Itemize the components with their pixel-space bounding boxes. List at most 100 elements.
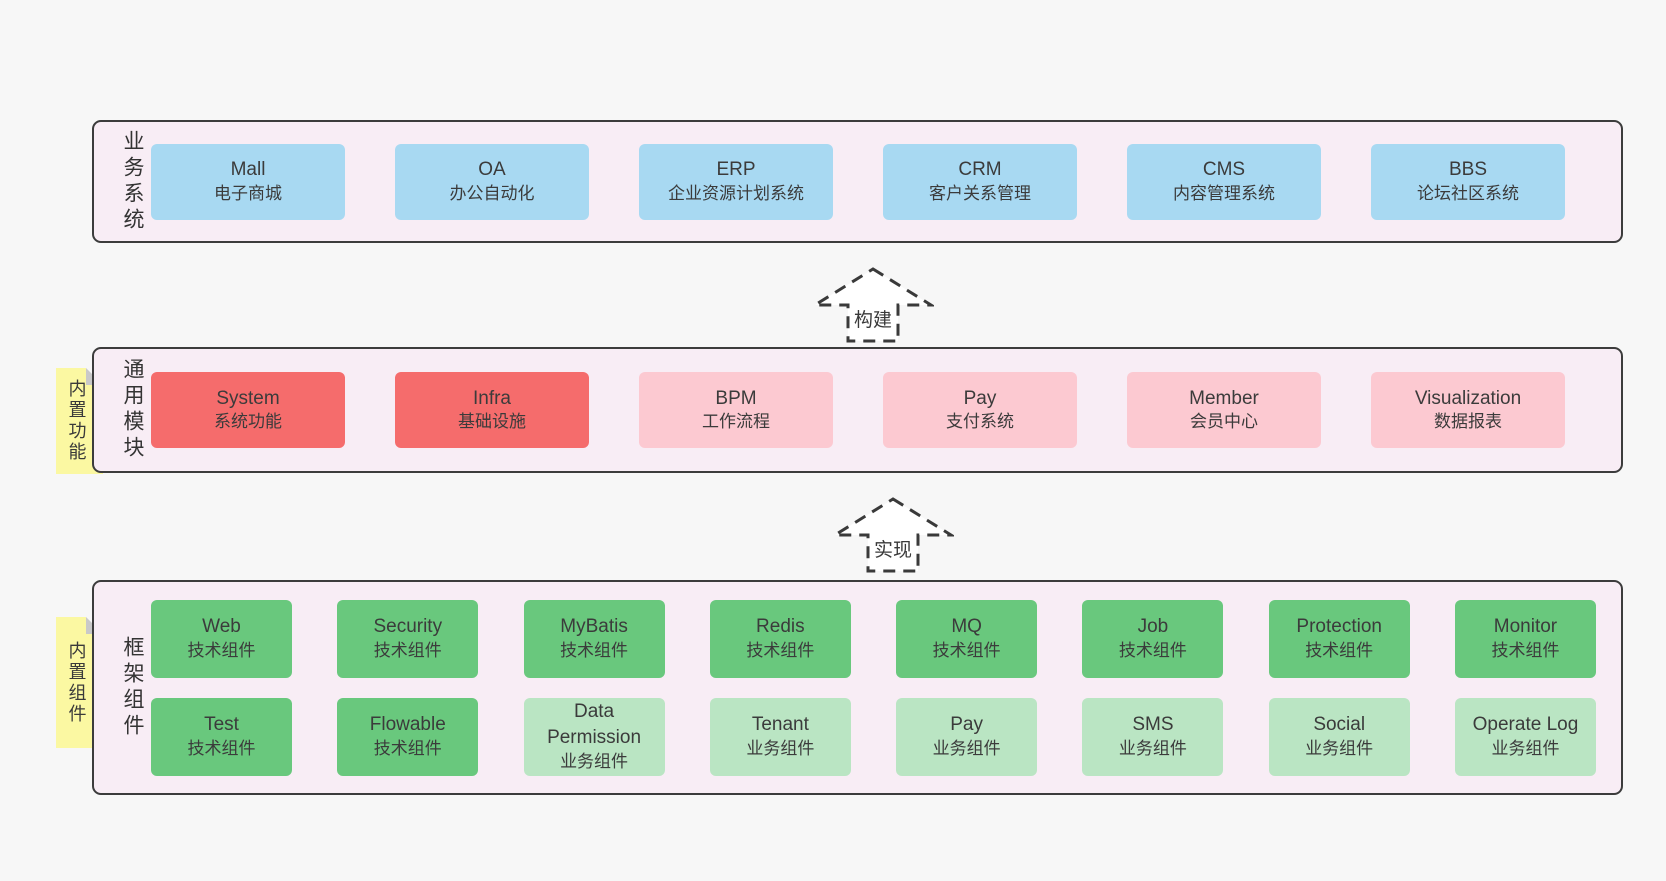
box-subtitle: 客户关系管理	[929, 183, 1031, 203]
box-web: Web 技术组件	[151, 599, 292, 678]
box-subtitle: 论坛社区系统	[1417, 183, 1519, 203]
box-subtitle: 技术组件	[373, 640, 442, 660]
box-title: MyBatis	[560, 616, 628, 638]
box-subtitle: 会员中心	[1190, 412, 1258, 432]
box-title: Mall	[230, 159, 266, 181]
box-bbs: BBS 论坛社区系统	[1371, 143, 1565, 220]
box-title: BPM	[715, 387, 757, 409]
layer-label-business-systems: 业务系统	[121, 129, 144, 234]
module-boxes-row: System 系统功能 Infra 基础设施 BPM 工作流程 Pay 支付系统…	[143, 372, 1621, 448]
box-subtitle: 技术组件	[932, 640, 1001, 660]
box-subtitle: 技术组件	[1491, 640, 1560, 660]
box-title: ERP	[716, 159, 756, 181]
implement-arrow-label: 实现	[870, 534, 916, 563]
box-title: Data Permission	[547, 701, 642, 749]
box-subtitle: 电子商城	[214, 183, 282, 203]
box-title: MQ	[951, 616, 982, 638]
box-title: Pay	[963, 387, 997, 409]
box-mall: Mall 电子商城	[151, 143, 345, 220]
box-subtitle: 数据报表	[1434, 412, 1502, 432]
box-subtitle: 业务组件	[932, 738, 1001, 758]
box-subtitle: 工作流程	[702, 412, 770, 432]
box-flowable: Flowable 技术组件	[337, 697, 479, 776]
box-title: Pay	[950, 714, 983, 736]
box-cms: CMS 内容管理系统	[1127, 143, 1321, 220]
sticky-note-text: 内置组件	[66, 640, 87, 725]
box-test: Test 技术组件	[151, 697, 292, 776]
box-security: Security 技术组件	[337, 599, 479, 678]
box-subtitle: 业务组件	[746, 738, 815, 758]
box-title: Redis	[756, 616, 805, 638]
layer-label-common-modules: 通用模块	[121, 358, 144, 462]
box-subtitle: 企业资源计划系统	[668, 183, 804, 203]
layer-framework-components: 框架组件 Web 技术组件 Security 技术组件 MyBatis 技术组件…	[92, 580, 1623, 795]
box-visualization: Visualization 数据报表	[1371, 372, 1565, 448]
box-title: Web	[202, 616, 241, 638]
box-subtitle: 业务组件	[560, 751, 629, 771]
box-subtitle: 内容管理系统	[1173, 183, 1275, 203]
box-job: Job 技术组件	[1082, 599, 1224, 678]
box-bpm: BPM 工作流程	[639, 372, 833, 448]
box-subtitle: 技术组件	[373, 738, 442, 758]
layer-business-systems: 业务系统 Mall 电子商城 OA 办公自动化 ERP 企业资源计划系统 CRM…	[92, 120, 1623, 243]
build-arrow-label: 构建	[850, 304, 896, 333]
component-row-2: Test 技术组件 Flowable 技术组件 Data Permission …	[151, 697, 1596, 776]
box-title: Infra	[472, 387, 512, 409]
box-subtitle: 技术组件	[560, 640, 629, 660]
box-title: Member	[1189, 387, 1259, 409]
component-row-1: Web 技术组件 Security 技术组件 MyBatis 技术组件 Redi…	[151, 599, 1596, 678]
box-subtitle: 业务组件	[1305, 738, 1374, 758]
box-title: Security	[373, 616, 443, 638]
layer-label-framework-components: 框架组件	[121, 635, 144, 740]
box-subtitle: 技术组件	[1305, 640, 1374, 660]
implement-arrow: 实现	[829, 496, 957, 574]
box-title: Flowable	[369, 714, 446, 736]
box-subtitle: 技术组件	[187, 640, 256, 660]
build-arrow: 构建	[809, 266, 937, 344]
layer-common-modules: 通用模块 System 系统功能 Infra 基础设施 BPM 工作流程 Pay…	[92, 347, 1623, 473]
box-subtitle: 系统功能	[214, 412, 282, 432]
box-pay-component: Pay 业务组件	[896, 697, 1038, 776]
box-operate-log: Operate Log 业务组件	[1454, 697, 1596, 776]
box-title: Operate Log	[1472, 714, 1579, 736]
box-subtitle: 办公自动化	[449, 183, 535, 203]
box-title: Protection	[1296, 616, 1382, 638]
box-subtitle: 基础设施	[458, 412, 526, 432]
box-subtitle: 技术组件	[1118, 640, 1187, 660]
box-title: CRM	[958, 159, 1002, 181]
box-data-permission: Data Permission 业务组件	[523, 697, 665, 776]
box-subtitle: 业务组件	[1118, 738, 1187, 758]
box-title: Tenant	[751, 714, 809, 736]
sticky-note-text: 内置功能	[66, 379, 87, 463]
box-monitor: Monitor 技术组件	[1454, 599, 1596, 678]
box-redis: Redis 技术组件	[709, 599, 851, 678]
box-pay: Pay 支付系统	[883, 372, 1077, 448]
box-title: Social	[1313, 714, 1366, 736]
box-protection: Protection 技术组件	[1268, 599, 1410, 678]
box-infra: Infra 基础设施	[395, 372, 589, 448]
box-title: Job	[1137, 616, 1169, 638]
box-title: OA	[478, 159, 506, 181]
box-title: CMS	[1202, 159, 1246, 181]
box-subtitle: 支付系统	[946, 412, 1014, 432]
box-title: Monitor	[1493, 616, 1558, 638]
box-title: SMS	[1132, 714, 1174, 736]
box-tenant: Tenant 业务组件	[709, 697, 851, 776]
box-crm: CRM 客户关系管理	[883, 143, 1077, 220]
box-oa: OA 办公自动化	[395, 143, 589, 220]
box-erp: ERP 企业资源计划系统	[639, 143, 833, 220]
component-rows: Web 技术组件 Security 技术组件 MyBatis 技术组件 Redi…	[143, 599, 1621, 776]
box-subtitle: 技术组件	[187, 738, 256, 758]
box-title: BBS	[1448, 159, 1488, 181]
box-mq: MQ 技术组件	[896, 599, 1038, 678]
box-sms: SMS 业务组件	[1082, 697, 1224, 776]
business-boxes-row: Mall 电子商城 OA 办公自动化 ERP 企业资源计划系统 CRM 客户关系…	[143, 143, 1621, 220]
box-subtitle: 技术组件	[746, 640, 815, 660]
box-subtitle: 业务组件	[1491, 738, 1560, 758]
box-title: Visualization	[1414, 387, 1522, 409]
box-mybatis: MyBatis 技术组件	[523, 599, 665, 678]
box-title: Test	[204, 714, 239, 736]
box-social: Social 业务组件	[1268, 697, 1410, 776]
box-system: System 系统功能	[151, 372, 345, 448]
